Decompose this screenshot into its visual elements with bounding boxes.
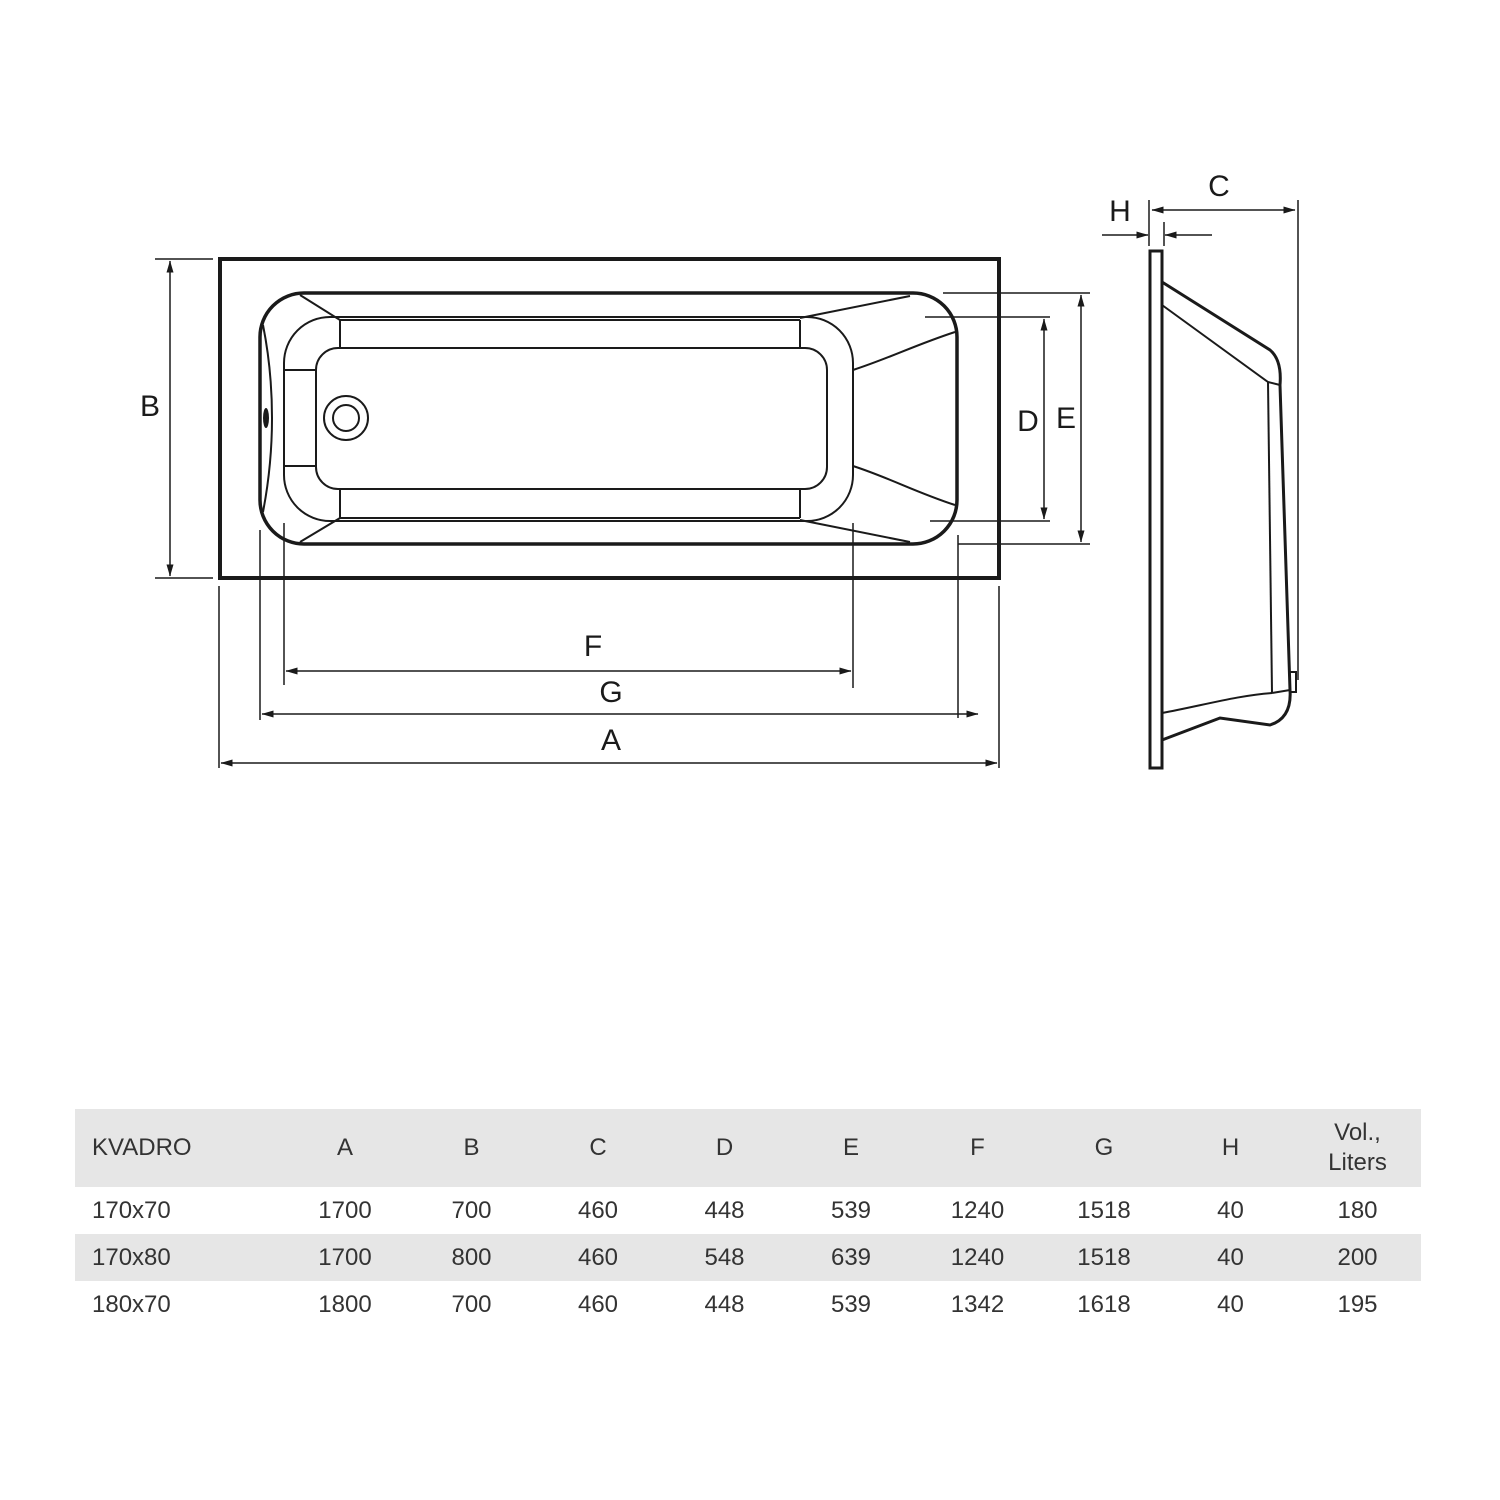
label-a: A [601,724,621,757]
header-b: B [463,1134,480,1161]
header-d: D [715,1134,734,1161]
overflow-icon [263,408,269,428]
header-a: A [336,1134,353,1161]
cell-f: 1240 [950,1196,1005,1224]
dimensions-table: KVADRO A B C D E F G H Vol., Liters 170x… [75,1109,1421,1328]
table-row: 170x80 1700 800 460 548 639 1240 1518 40… [75,1234,1421,1281]
cell-b: 800 [451,1243,492,1271]
cell-h: 40 [1217,1196,1244,1224]
cell-b: 700 [451,1290,492,1318]
label-b: B [140,390,160,423]
header-h: H [1221,1134,1240,1161]
cell-d: 448 [704,1196,745,1224]
cell-size: 180x70 [92,1290,171,1318]
tub-contour-lines [262,294,956,543]
cell-f: 1240 [950,1243,1005,1271]
header-f: F [970,1134,985,1161]
header-volume-line1: Vol., [1334,1119,1381,1146]
cell-g: 1618 [1077,1290,1131,1318]
table-header-row: KVADRO A B C D E F G H Vol., Liters [75,1109,1421,1187]
cell-a: 1700 [318,1243,372,1271]
label-e: E [1056,402,1076,435]
cell-size: 170x70 [92,1196,171,1224]
label-g: G [599,676,622,709]
top-view [218,257,1001,580]
header-e: E [842,1134,859,1161]
label-f: F [584,630,602,663]
cell-a: 1700 [318,1196,372,1224]
tub-floor [315,347,828,490]
header-volume-line2: Liters [1328,1149,1387,1176]
header-g: G [1094,1134,1114,1161]
label-c: C [1208,170,1230,203]
cell-c: 460 [577,1196,619,1224]
cell-f: 1342 [950,1290,1005,1318]
extension-lines [155,258,1090,768]
cell-h: 40 [1217,1290,1244,1318]
cell-e: 639 [830,1243,872,1271]
cell-a: 1800 [318,1290,372,1318]
cell-g: 1518 [1077,1243,1131,1271]
cell-d: 448 [704,1290,745,1318]
cell-volume: 200 [1337,1243,1378,1271]
cell-size: 170x80 [92,1243,171,1271]
header-c: C [589,1134,607,1161]
bathtub-technical-drawing: B D E F G A C H [140,170,1299,770]
tub-outer-rim [218,257,1001,580]
cell-e: 539 [830,1290,872,1318]
cell-volume: 180 [1337,1196,1378,1224]
header-model: KVADRO [92,1134,192,1161]
drain-icon [323,395,369,441]
label-d: D [1017,405,1039,438]
label-h: H [1109,195,1131,228]
cell-c: 460 [577,1243,619,1271]
cell-g: 1518 [1077,1196,1131,1224]
cell-e: 539 [830,1196,872,1224]
cell-d: 548 [704,1243,745,1271]
side-view-rim-flange [1148,249,1164,770]
cell-b: 700 [451,1196,492,1224]
dimension-lines [166,200,1299,767]
table-row: 180x70 1800 700 460 448 539 1342 1618 40… [75,1281,1421,1328]
tub-basin-outline [258,291,959,546]
side-view [1148,249,1297,770]
cell-h: 40 [1217,1243,1244,1271]
table-row: 170x70 1700 700 460 448 539 1240 1518 40… [75,1187,1421,1234]
cell-c: 460 [577,1290,619,1318]
header-volume: Vol., Liters [1294,1109,1421,1187]
dimension-labels: B D E F G A C H [140,170,1230,757]
tub-inner-ledge [283,316,854,522]
cell-volume: 195 [1337,1290,1378,1318]
